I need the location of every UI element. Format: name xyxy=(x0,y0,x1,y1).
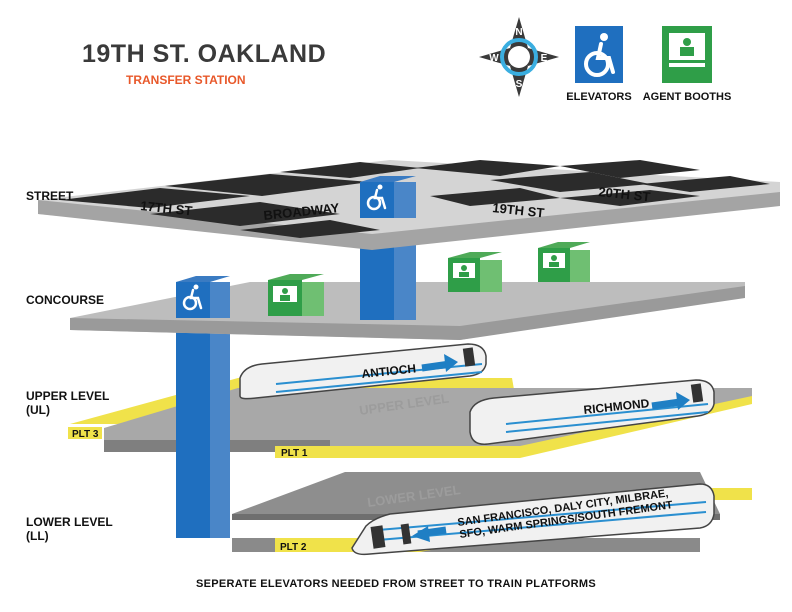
elevator-shaft-main xyxy=(360,240,416,320)
wheelchair-icon xyxy=(366,188,387,211)
compass-letter-w: W xyxy=(489,53,499,64)
legend-elevator: ELEVATORS xyxy=(566,26,632,103)
legend-agent-booth: AGENT BOOTHS xyxy=(643,26,732,103)
lower-level: LOWER LEVEL PLT 2 SAN FRANCISCO, DALY CI… xyxy=(232,472,752,556)
page-title: 19TH ST. OAKLAND xyxy=(82,40,327,68)
footer-note: SEPERATE ELEVATORS NEEDED FROM STREET TO… xyxy=(196,578,596,590)
compass-letter-e: E xyxy=(541,53,548,64)
concourse-agent-booth-2 xyxy=(448,252,502,292)
concourse-elevator xyxy=(176,276,230,318)
street-level: 17TH ST BROADWAY 19TH ST 20TH ST xyxy=(38,160,780,250)
concourse-agent-booth-1 xyxy=(268,274,324,316)
street-19th-st: 19TH ST xyxy=(492,200,545,220)
elevator-shaft-left xyxy=(176,330,230,538)
page-subtitle: TRANSFER STATION xyxy=(126,73,246,87)
richmond-train-destination: RICHMOND xyxy=(583,396,650,417)
antioch-train: ANTIOCH xyxy=(239,343,487,400)
wheelchair-icon xyxy=(182,288,203,311)
street-17th-st: 17TH ST xyxy=(140,198,193,218)
antioch-arrow-icon xyxy=(444,354,458,372)
richmond-arrow-icon xyxy=(676,392,690,410)
platform-1-label: PLT 1 xyxy=(281,448,308,459)
concourse-agent-booth-3 xyxy=(538,242,590,282)
level-label-street: STREET xyxy=(26,189,74,203)
platform-2-label: PLT 2 xyxy=(280,542,307,553)
lower-train-arrow-icon xyxy=(412,526,430,542)
level-label-lower-abbr: (LL) xyxy=(26,529,49,543)
compass-letter-s: S xyxy=(516,79,523,90)
legend-elevators-label: ELEVATORS xyxy=(566,91,631,103)
compass-letter-n: N xyxy=(515,27,522,38)
richmond-train: RICHMOND xyxy=(469,379,715,445)
street-elevator xyxy=(360,176,416,218)
legend-agent-booths-label: AGENT BOOTHS xyxy=(643,91,732,103)
street-20th-st: 20TH ST xyxy=(598,184,651,204)
upper-level: PLT 3 PLT 1 UPPER LEVEL ANTIOCH RICHMO xyxy=(68,343,752,459)
level-label-concourse: CONCOURSE xyxy=(26,293,104,307)
compass-rose-icon: N E S W xyxy=(479,17,559,97)
level-label-lower: LOWER LEVEL xyxy=(26,515,113,529)
level-label-upper: UPPER LEVEL xyxy=(26,389,109,403)
platform-3-label: PLT 3 xyxy=(72,429,99,440)
antioch-train-destination: ANTIOCH xyxy=(361,361,417,381)
level-label-upper-abbr: (UL) xyxy=(26,403,50,417)
